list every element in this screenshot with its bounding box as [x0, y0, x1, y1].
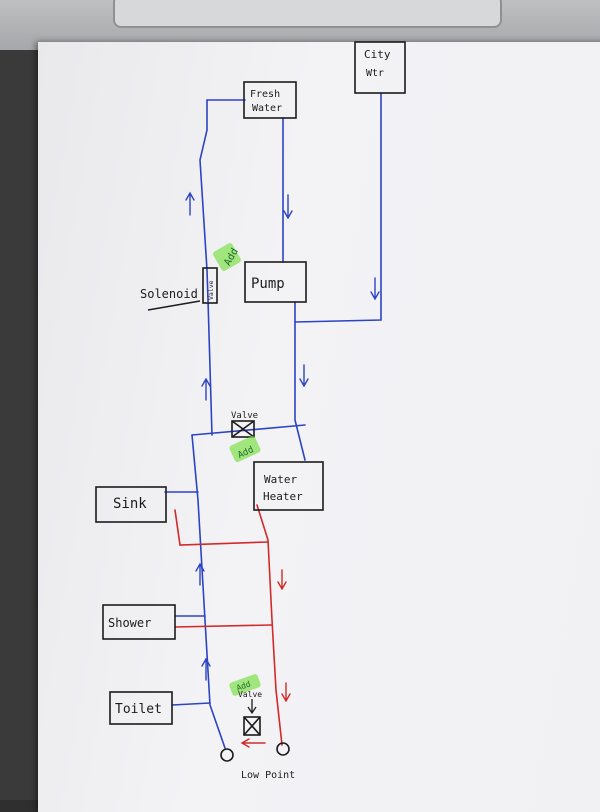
toilet-label: Toilet: [115, 702, 162, 717]
solenoid-valve-box: [202, 267, 218, 304]
water-heater-label-line2: Heater: [263, 490, 303, 503]
arrow-up-icon: [195, 562, 205, 586]
line-sink-hot: [174, 509, 269, 546]
line-cold-riser: [191, 434, 226, 749]
fresh-water-tank-box: [243, 81, 297, 119]
flow-arrows: [185, 191, 380, 748]
water-heater-label-line1: Water: [264, 473, 297, 486]
water-heater-box: [253, 461, 324, 511]
line-toilet-cold: [171, 702, 211, 706]
pump-label: Pump: [251, 276, 285, 292]
line-shower-hot: [174, 624, 273, 628]
arrow-down-icon: [299, 364, 309, 388]
arrow-up-icon: [201, 377, 211, 401]
highlight-mark: [213, 243, 241, 271]
arrow-down-icon: [281, 682, 291, 703]
gate-valve-icon: [231, 420, 255, 438]
pump-box: [244, 261, 307, 303]
toilet-box: [109, 691, 173, 725]
line-pump-to-heater: [294, 301, 306, 461]
fresh-water-label-line2: Water: [252, 103, 282, 114]
arrow-down-icon: [370, 277, 380, 301]
paper-sheet: [38, 42, 600, 812]
line-fresh-to-solenoid: [199, 99, 246, 436]
arrow-down-icon: [283, 194, 293, 220]
line-valve-manifold: [191, 424, 306, 436]
hot-water-lines: [174, 504, 283, 746]
add-low-valve-note-line2: Valve: [238, 690, 262, 699]
sink-box: [95, 486, 167, 523]
low-point-valve-icon: [243, 716, 261, 736]
highlight-mark: [229, 435, 261, 463]
sink-label: Sink: [113, 496, 147, 512]
line-hot-riser: [256, 504, 283, 746]
highlight-mark: [229, 674, 261, 696]
laptop-lid: [113, 0, 502, 28]
solenoid-underline: [147, 300, 201, 311]
valve-label: Valve: [231, 411, 258, 421]
drain-hot-icon: [276, 742, 290, 756]
solenoid-label: Solenoid: [140, 287, 198, 301]
low-point-label: Low Point: [241, 770, 295, 781]
shower-label: Shower: [108, 616, 151, 630]
arrow-left-icon: [240, 738, 266, 748]
city-water-box: [354, 41, 406, 94]
arrow-down-icon: [277, 569, 287, 591]
arrow-down-icon: [247, 699, 257, 715]
fresh-water-label-line1: Fresh: [250, 89, 280, 100]
arrow-up-icon: [201, 657, 211, 681]
line-city-water: [294, 92, 382, 323]
city-water-label-line1: City: [364, 48, 391, 61]
arrow-up-icon: [185, 191, 195, 216]
cold-water-lines: [164, 92, 382, 749]
shower-box: [102, 604, 176, 640]
desk-background: [0, 50, 40, 800]
drain-cold-icon: [220, 748, 234, 762]
solenoid-valve-label: Valve: [207, 280, 215, 300]
city-water-label-line2: Wtr: [366, 68, 384, 79]
